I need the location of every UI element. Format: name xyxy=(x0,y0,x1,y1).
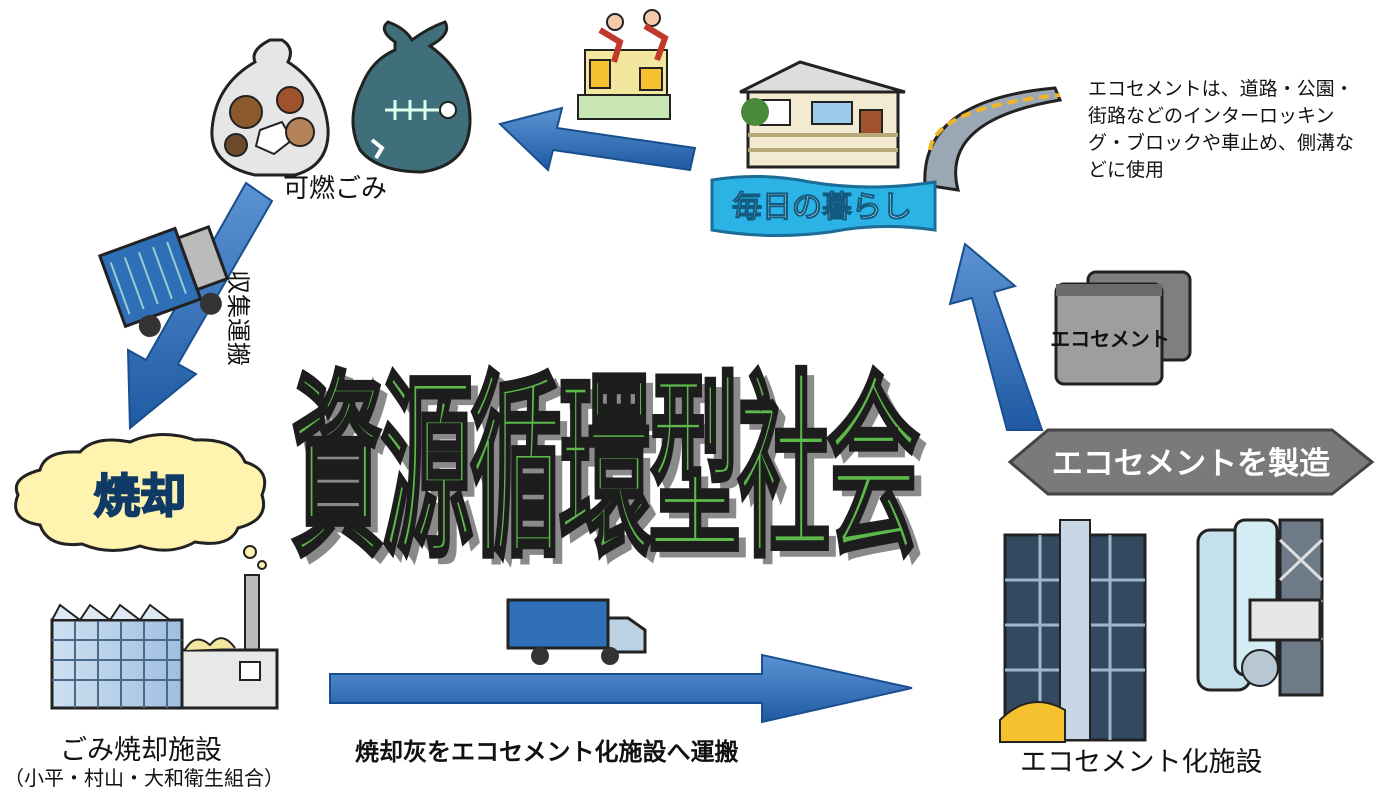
ash-transport-label: 焼却灰をエコセメント化施設へ運搬 xyxy=(355,738,739,766)
shoppers-icon xyxy=(577,9,671,120)
collection-transport-label: 収集運搬 xyxy=(224,270,252,366)
ecocement-bag-icon xyxy=(1054,270,1192,386)
garbage-bag-icon xyxy=(210,38,330,177)
ash-truck-icon xyxy=(506,598,647,665)
ecocement-bag-label: エコセメント xyxy=(1050,327,1170,351)
incineration-cloud xyxy=(14,432,267,570)
road-icon xyxy=(923,86,1063,192)
manufacture-hexagon xyxy=(1007,428,1375,496)
flow-arrow-ash-transport xyxy=(329,653,913,724)
daily-life-label: 毎日の暮らし xyxy=(732,190,912,225)
main-title-shadow: 資源循環型社会 xyxy=(300,362,927,593)
flow-arrow-to-waste xyxy=(498,106,697,172)
flow-arrow-collection xyxy=(126,181,274,431)
main-title: 資源循環型社会 xyxy=(292,354,919,585)
incineration-label: 焼却 xyxy=(94,469,186,523)
ecocement-facility-label: エコセメント化施設 xyxy=(1020,747,1263,778)
flow-arrow-to-daily-life xyxy=(948,242,1044,431)
manufacture-label: エコセメントを製造 xyxy=(1052,446,1330,482)
incineration-facility-union-label: （小平・村山・大和衛生組合） xyxy=(4,766,284,790)
garbage-truck-icon xyxy=(97,225,230,337)
incineration-facility-icon xyxy=(50,574,279,710)
ecocement-usage-caption: エコセメントは、道路・公園・街路などのインターロッキング・ブロックや車止め、側溝… xyxy=(1088,78,1355,181)
incineration-facility-label: ごみ焼却施設 xyxy=(60,735,222,766)
daily-life-banner xyxy=(710,174,937,238)
house-icon xyxy=(739,60,906,169)
burnable-waste-label: 可燃ごみ xyxy=(283,174,388,204)
ecocement-facility-icon xyxy=(999,518,1324,743)
fish-bone-bag-icon xyxy=(351,20,472,174)
